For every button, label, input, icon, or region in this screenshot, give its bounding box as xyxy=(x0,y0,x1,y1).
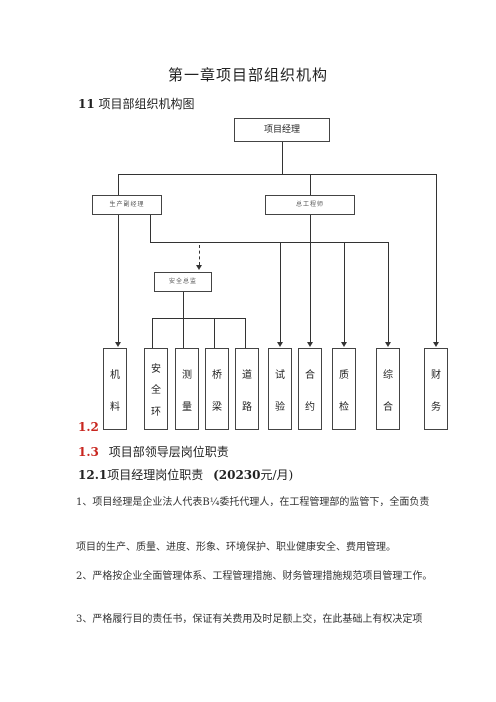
org-connector xyxy=(245,318,246,348)
org-dept-char: 合 xyxy=(383,401,393,413)
arrow-head xyxy=(115,342,121,347)
org-box-label: 安全总监 xyxy=(168,278,197,285)
arrow-head xyxy=(433,342,439,347)
org-dept-char: 路 xyxy=(242,401,252,413)
org-dept-char: 测 xyxy=(182,369,192,381)
org-dept-zhijian: 质 检 xyxy=(332,348,356,430)
arrow-head xyxy=(385,342,391,347)
org-box-label: 生产副经理 xyxy=(109,201,145,208)
org-connector xyxy=(152,318,153,348)
org-connector xyxy=(118,215,119,342)
org-dept-anquanhuan: 安 全 环 xyxy=(144,348,168,430)
org-dept-char: 财 xyxy=(431,369,441,381)
section-heading-11: 11 项目部组织机构图 xyxy=(78,95,195,112)
org-dept-char: 环 xyxy=(151,406,161,418)
org-connector xyxy=(118,174,436,175)
section-number: 11 xyxy=(78,97,95,111)
arrow-head xyxy=(277,342,283,347)
org-dept-char: 试 xyxy=(275,369,285,381)
org-dept-jiliao: 机 料 xyxy=(103,348,127,430)
org-dept-char: 梁 xyxy=(212,401,222,413)
org-connector xyxy=(282,142,283,174)
section-text: 项目部组织机构图 xyxy=(98,97,195,111)
org-dept-char: 安 xyxy=(151,364,161,376)
section-text: 项目经理岗位职责 xyxy=(107,468,204,482)
org-connector xyxy=(183,292,184,318)
org-connector xyxy=(152,318,245,319)
section-number: 12.1 xyxy=(78,468,108,482)
body-paragraph: 3、严格履行目的责任书，保证有关费用及时足额上交，在此基础上有权决定项 xyxy=(76,614,423,625)
org-dashed-connector xyxy=(199,245,200,265)
org-dept-char: 桥 xyxy=(212,369,222,381)
org-dept-zonghe: 综 合 xyxy=(376,348,400,430)
org-box-label: 项目经理 xyxy=(263,125,300,135)
org-connector xyxy=(388,242,389,342)
org-box-project-manager: 项目经理 xyxy=(234,118,330,142)
org-dept-char: 全 xyxy=(151,385,161,397)
org-connector xyxy=(436,174,437,342)
section-heading-121: 12.1项目经理岗位职责 (20230元/月) xyxy=(78,466,293,483)
body-paragraph: 2、严格按企业全面管理体系、工程管理措施、财务管理措施规范项目管理工作。 xyxy=(76,571,433,582)
org-connector xyxy=(310,242,311,342)
org-dept-shiyan: 试 验 xyxy=(268,348,292,430)
arrow-head xyxy=(341,342,347,347)
org-dept-char: 质 xyxy=(339,369,349,381)
salary-unit: 元/月) xyxy=(260,468,294,482)
org-dept-char: 约 xyxy=(305,401,315,413)
arrow-head xyxy=(196,265,202,270)
org-connector xyxy=(310,215,311,242)
org-dept-char: 料 xyxy=(110,401,120,413)
org-dept-daolu: 道 路 xyxy=(235,348,259,430)
org-box-right-deputy: 总工程师 xyxy=(265,195,355,215)
body-paragraph: 项目的生产、质量、进度、形象、环境保护、职业健康安全、费用管理。 xyxy=(76,542,396,553)
org-connector xyxy=(150,215,151,242)
section-heading-13: 1.3 项目部领导层岗位职责 xyxy=(78,443,229,460)
org-connector xyxy=(200,242,388,243)
org-dept-celiang: 测 量 xyxy=(175,348,199,430)
org-dept-char: 量 xyxy=(182,401,192,413)
org-dept-char: 合 xyxy=(305,369,315,381)
org-connector xyxy=(344,242,345,342)
body-paragraph: 1、项目经理是企业法人代表B¼委托代理人，在工程管理部的监管下，全面负责 xyxy=(76,497,430,508)
section-text: 项目部领导层岗位职责 xyxy=(108,445,229,459)
org-connector xyxy=(183,318,184,348)
org-dept-qiaoliang: 桥 梁 xyxy=(205,348,229,430)
org-dept-char: 综 xyxy=(383,369,393,381)
arrow-head xyxy=(307,342,313,347)
org-dept-char: 机 xyxy=(110,369,120,381)
org-dept-char: 验 xyxy=(275,401,285,413)
org-box-left-deputy: 生产副经理 xyxy=(92,195,162,215)
org-connector xyxy=(310,174,311,195)
org-dept-heyue: 合 约 xyxy=(298,348,322,430)
section-heading-12: 1.2 xyxy=(78,420,99,434)
org-box-mid: 安全总监 xyxy=(154,272,212,292)
org-dept-char: 道 xyxy=(242,369,252,381)
document-title: 第一章项目部组织机构 xyxy=(167,66,328,84)
org-connector xyxy=(118,174,119,195)
salary-amount: (20230 xyxy=(213,468,261,482)
org-dept-caiwu: 财 务 xyxy=(424,348,448,430)
org-dept-char: 务 xyxy=(431,401,441,413)
section-number: 1.3 xyxy=(78,445,99,459)
org-box-label: 总工程师 xyxy=(295,201,324,208)
org-connector xyxy=(150,242,200,243)
org-connector xyxy=(214,318,215,348)
org-connector xyxy=(280,242,281,342)
org-dept-char: 检 xyxy=(339,401,349,413)
